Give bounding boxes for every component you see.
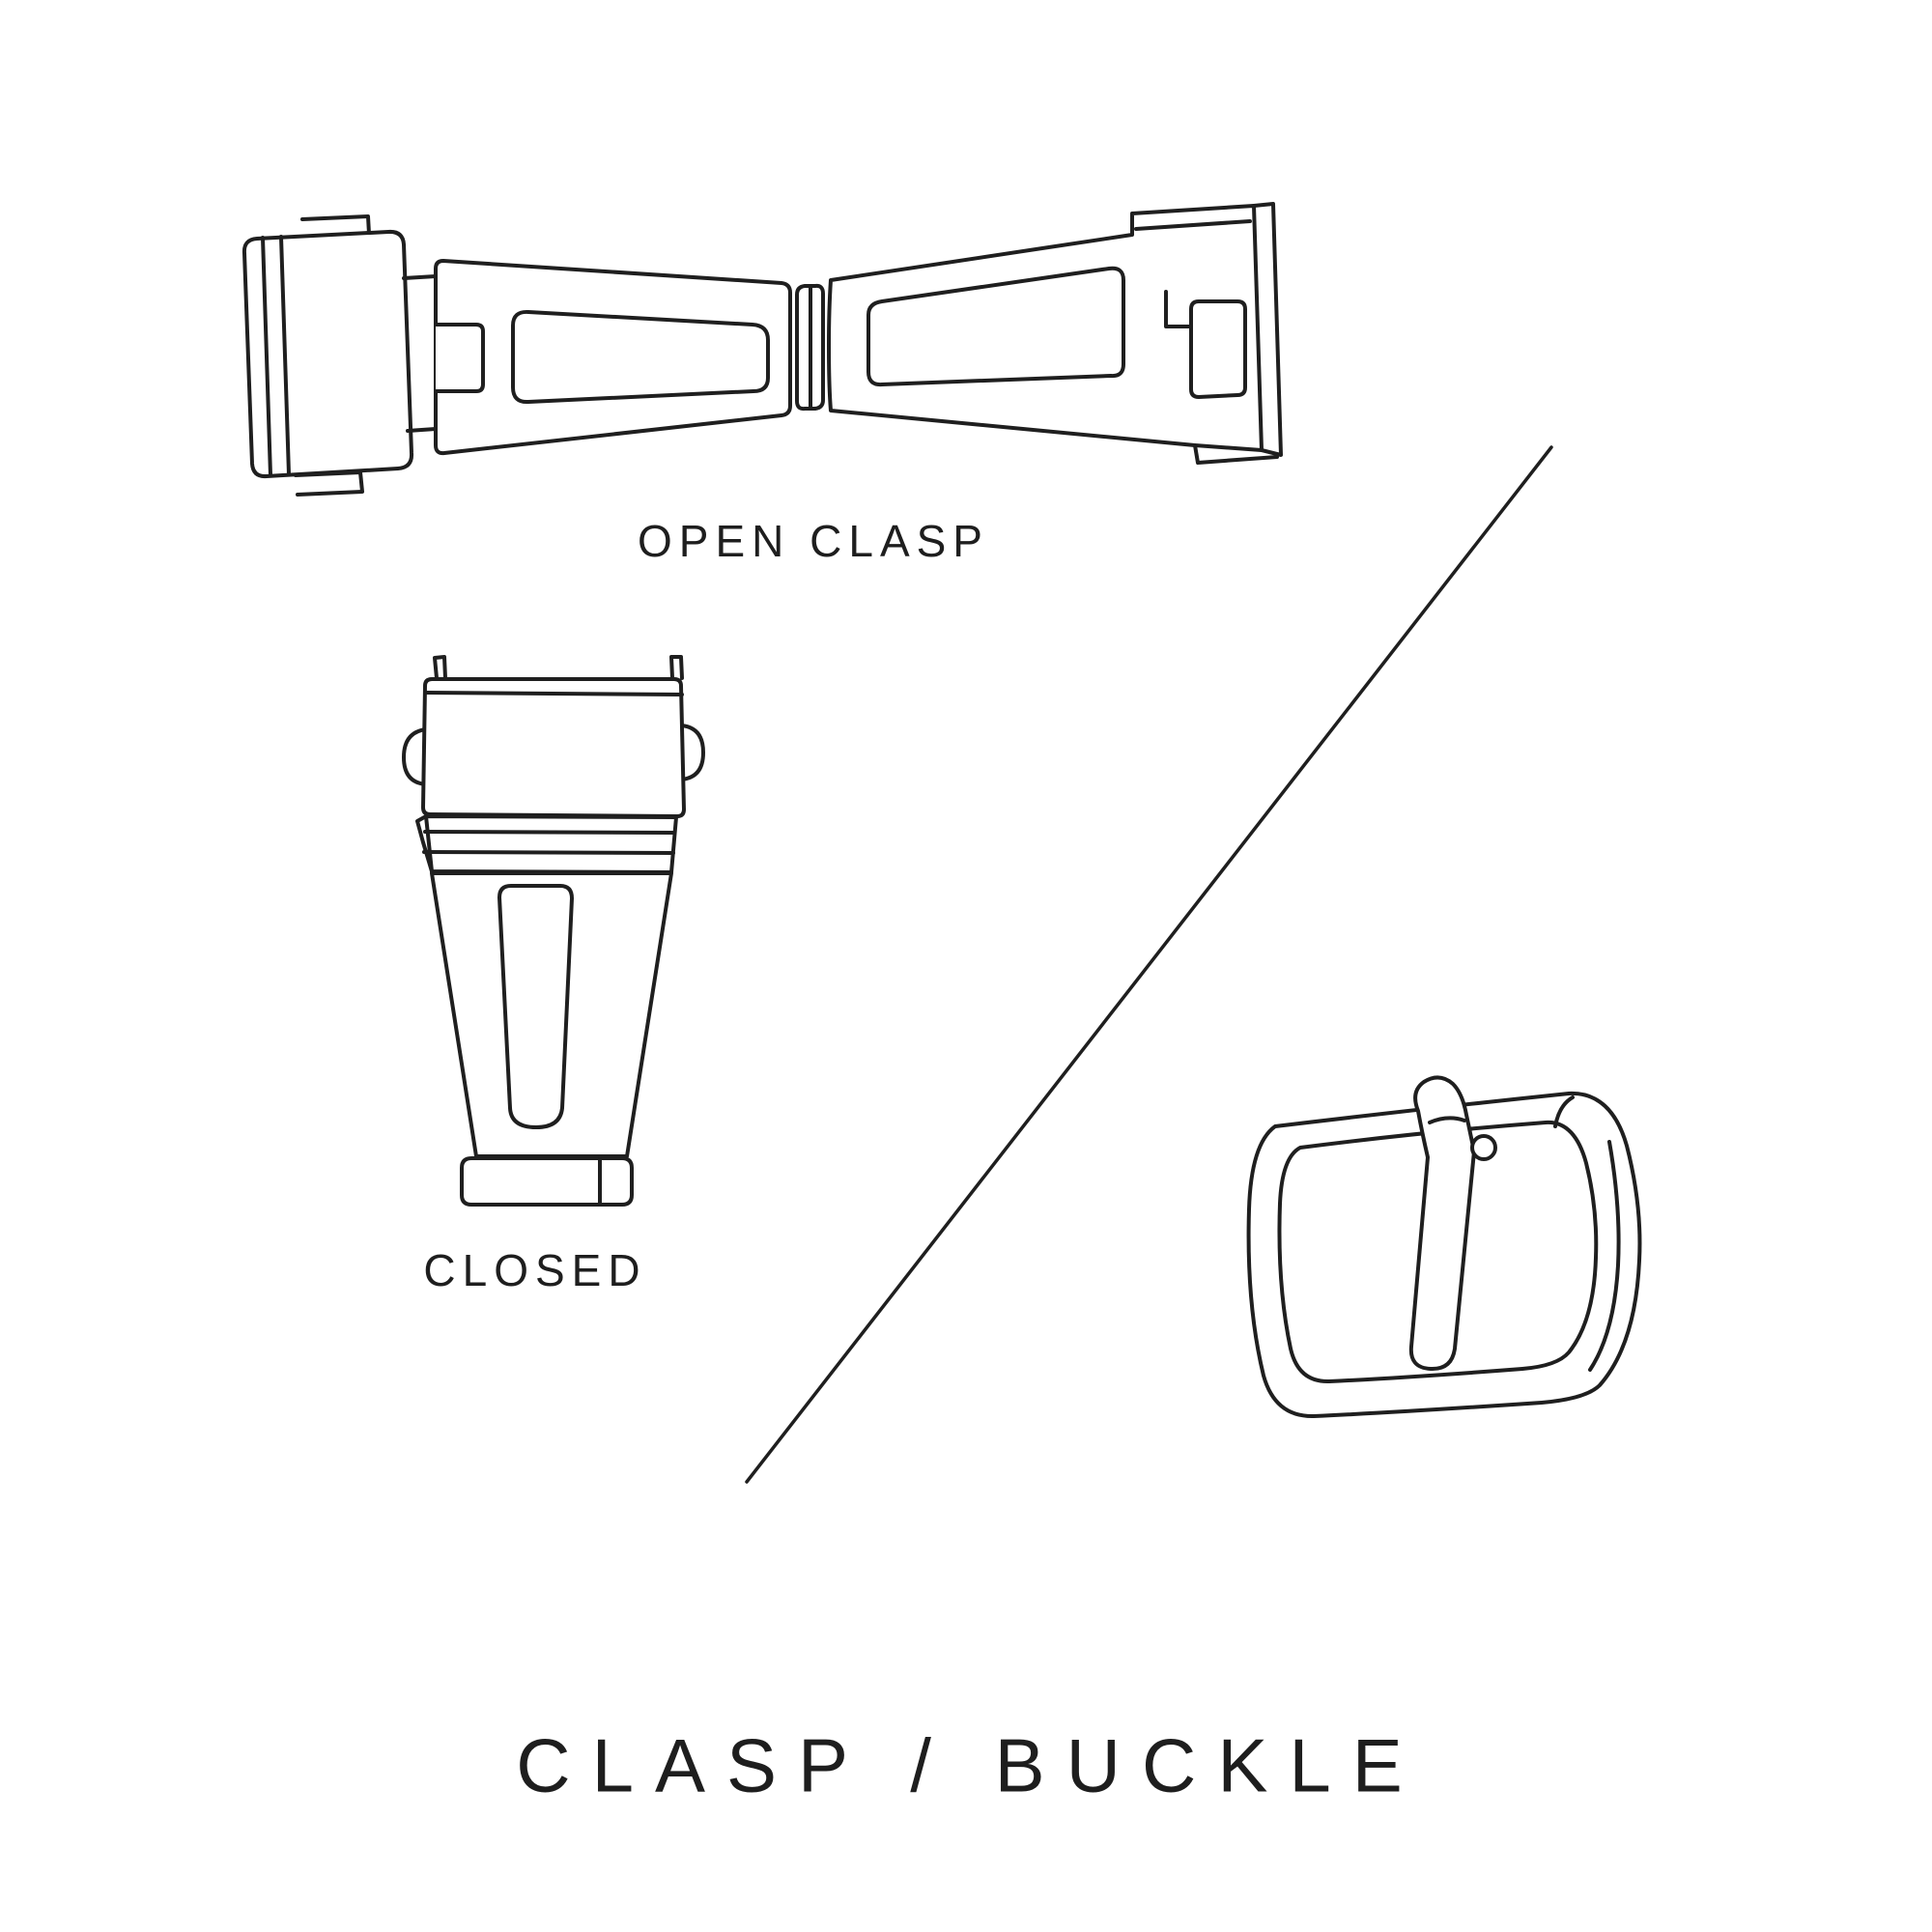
closed-clasp-right-ear <box>679 724 705 781</box>
closed-clasp-hinge-band <box>424 814 678 874</box>
closed-clasp-bottom-cap <box>460 1156 634 1207</box>
buckle-pin-ring <box>1470 1134 1497 1161</box>
buckle-illustration <box>1246 1075 1642 1419</box>
closed-clasp-left-ear <box>402 727 428 786</box>
open-clasp-catch <box>1189 299 1247 399</box>
closed-clasp-top-block <box>421 677 686 818</box>
closed-clasp-illustration <box>402 655 705 1207</box>
buckle-tang <box>1408 1075 1476 1372</box>
open-clasp-label: OPEN CLASP <box>638 516 989 566</box>
diagram-title: CLASP / BUCKLE <box>516 1722 1424 1808</box>
closed-clasp-label: CLOSED <box>423 1245 647 1295</box>
open-clasp-illustration <box>242 202 1283 497</box>
open-clasp-right-arm <box>827 204 1264 452</box>
divider-line <box>745 445 1553 1484</box>
open-clasp-left-arm <box>434 259 792 456</box>
closed-clasp-body <box>430 871 673 1158</box>
